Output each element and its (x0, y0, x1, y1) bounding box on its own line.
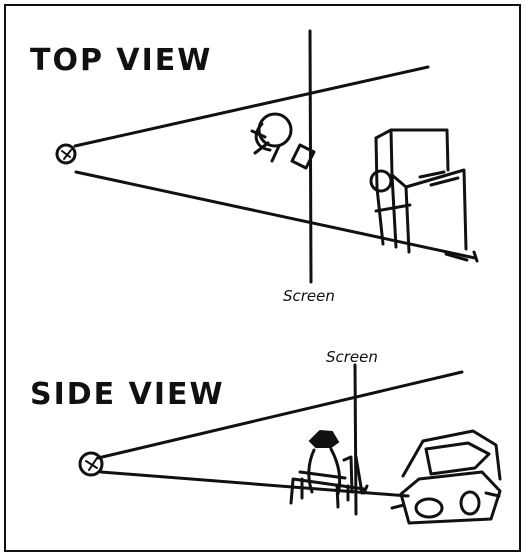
side-view-diagram: Screen (80, 348, 500, 523)
side-view-screen-line (355, 365, 356, 514)
side-view-eye-detail (86, 458, 97, 470)
top-view-arcade-cabinet (371, 130, 477, 261)
side-view-car (392, 431, 500, 523)
top-view-title: TOP VIEW (30, 43, 212, 78)
side-view-screen-label: Screen (326, 348, 378, 366)
top-view-person (252, 114, 314, 168)
top-view-upper-ray (75, 67, 428, 146)
top-view-screen-label: Screen (283, 287, 335, 305)
top-view-eye-detail (62, 150, 71, 159)
side-view-title: SIDE VIEW (30, 377, 225, 412)
